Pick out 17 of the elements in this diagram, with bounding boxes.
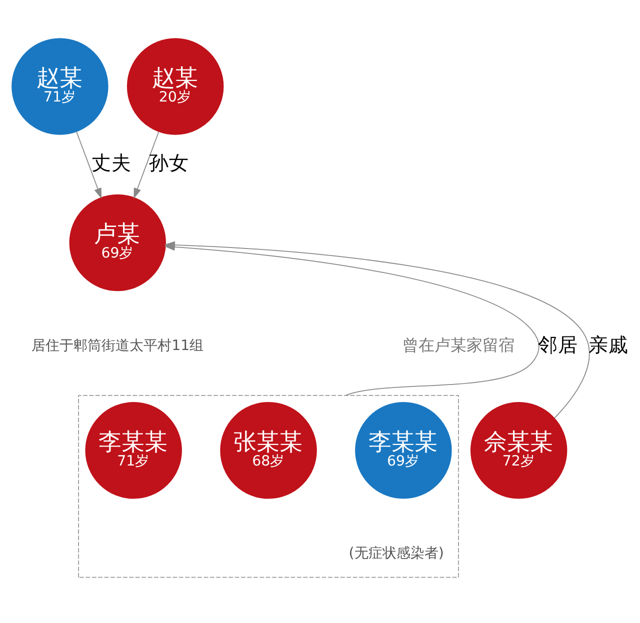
node-circle: 卢某 69岁 <box>69 194 166 292</box>
arrow <box>76 131 102 199</box>
node-circle: 佘某某 72岁 <box>470 402 568 499</box>
node-circle: 张某某 68岁 <box>220 402 317 499</box>
label: 曾在卢某家留宿 <box>402 335 514 354</box>
node-circle: 赵某 71岁 <box>12 38 108 135</box>
node-circle: 李某某 69岁 <box>355 402 452 499</box>
node-circle: 李某某 71岁 <box>85 402 182 499</box>
node-circle: 赵某 20岁 <box>126 38 224 135</box>
arrow <box>134 131 160 199</box>
cluster <box>78 394 459 578</box>
node-label: (无症状感染者) <box>348 546 444 562</box>
edge-label: 丈夫 <box>91 152 132 175</box>
edge-label: 邻居 <box>538 334 578 357</box>
edge-label: 孙女 <box>149 152 190 175</box>
edge-label: 亲戚 <box>588 334 628 357</box>
node-label: 居住于郫筒街道太平村11组 <box>32 338 204 354</box>
